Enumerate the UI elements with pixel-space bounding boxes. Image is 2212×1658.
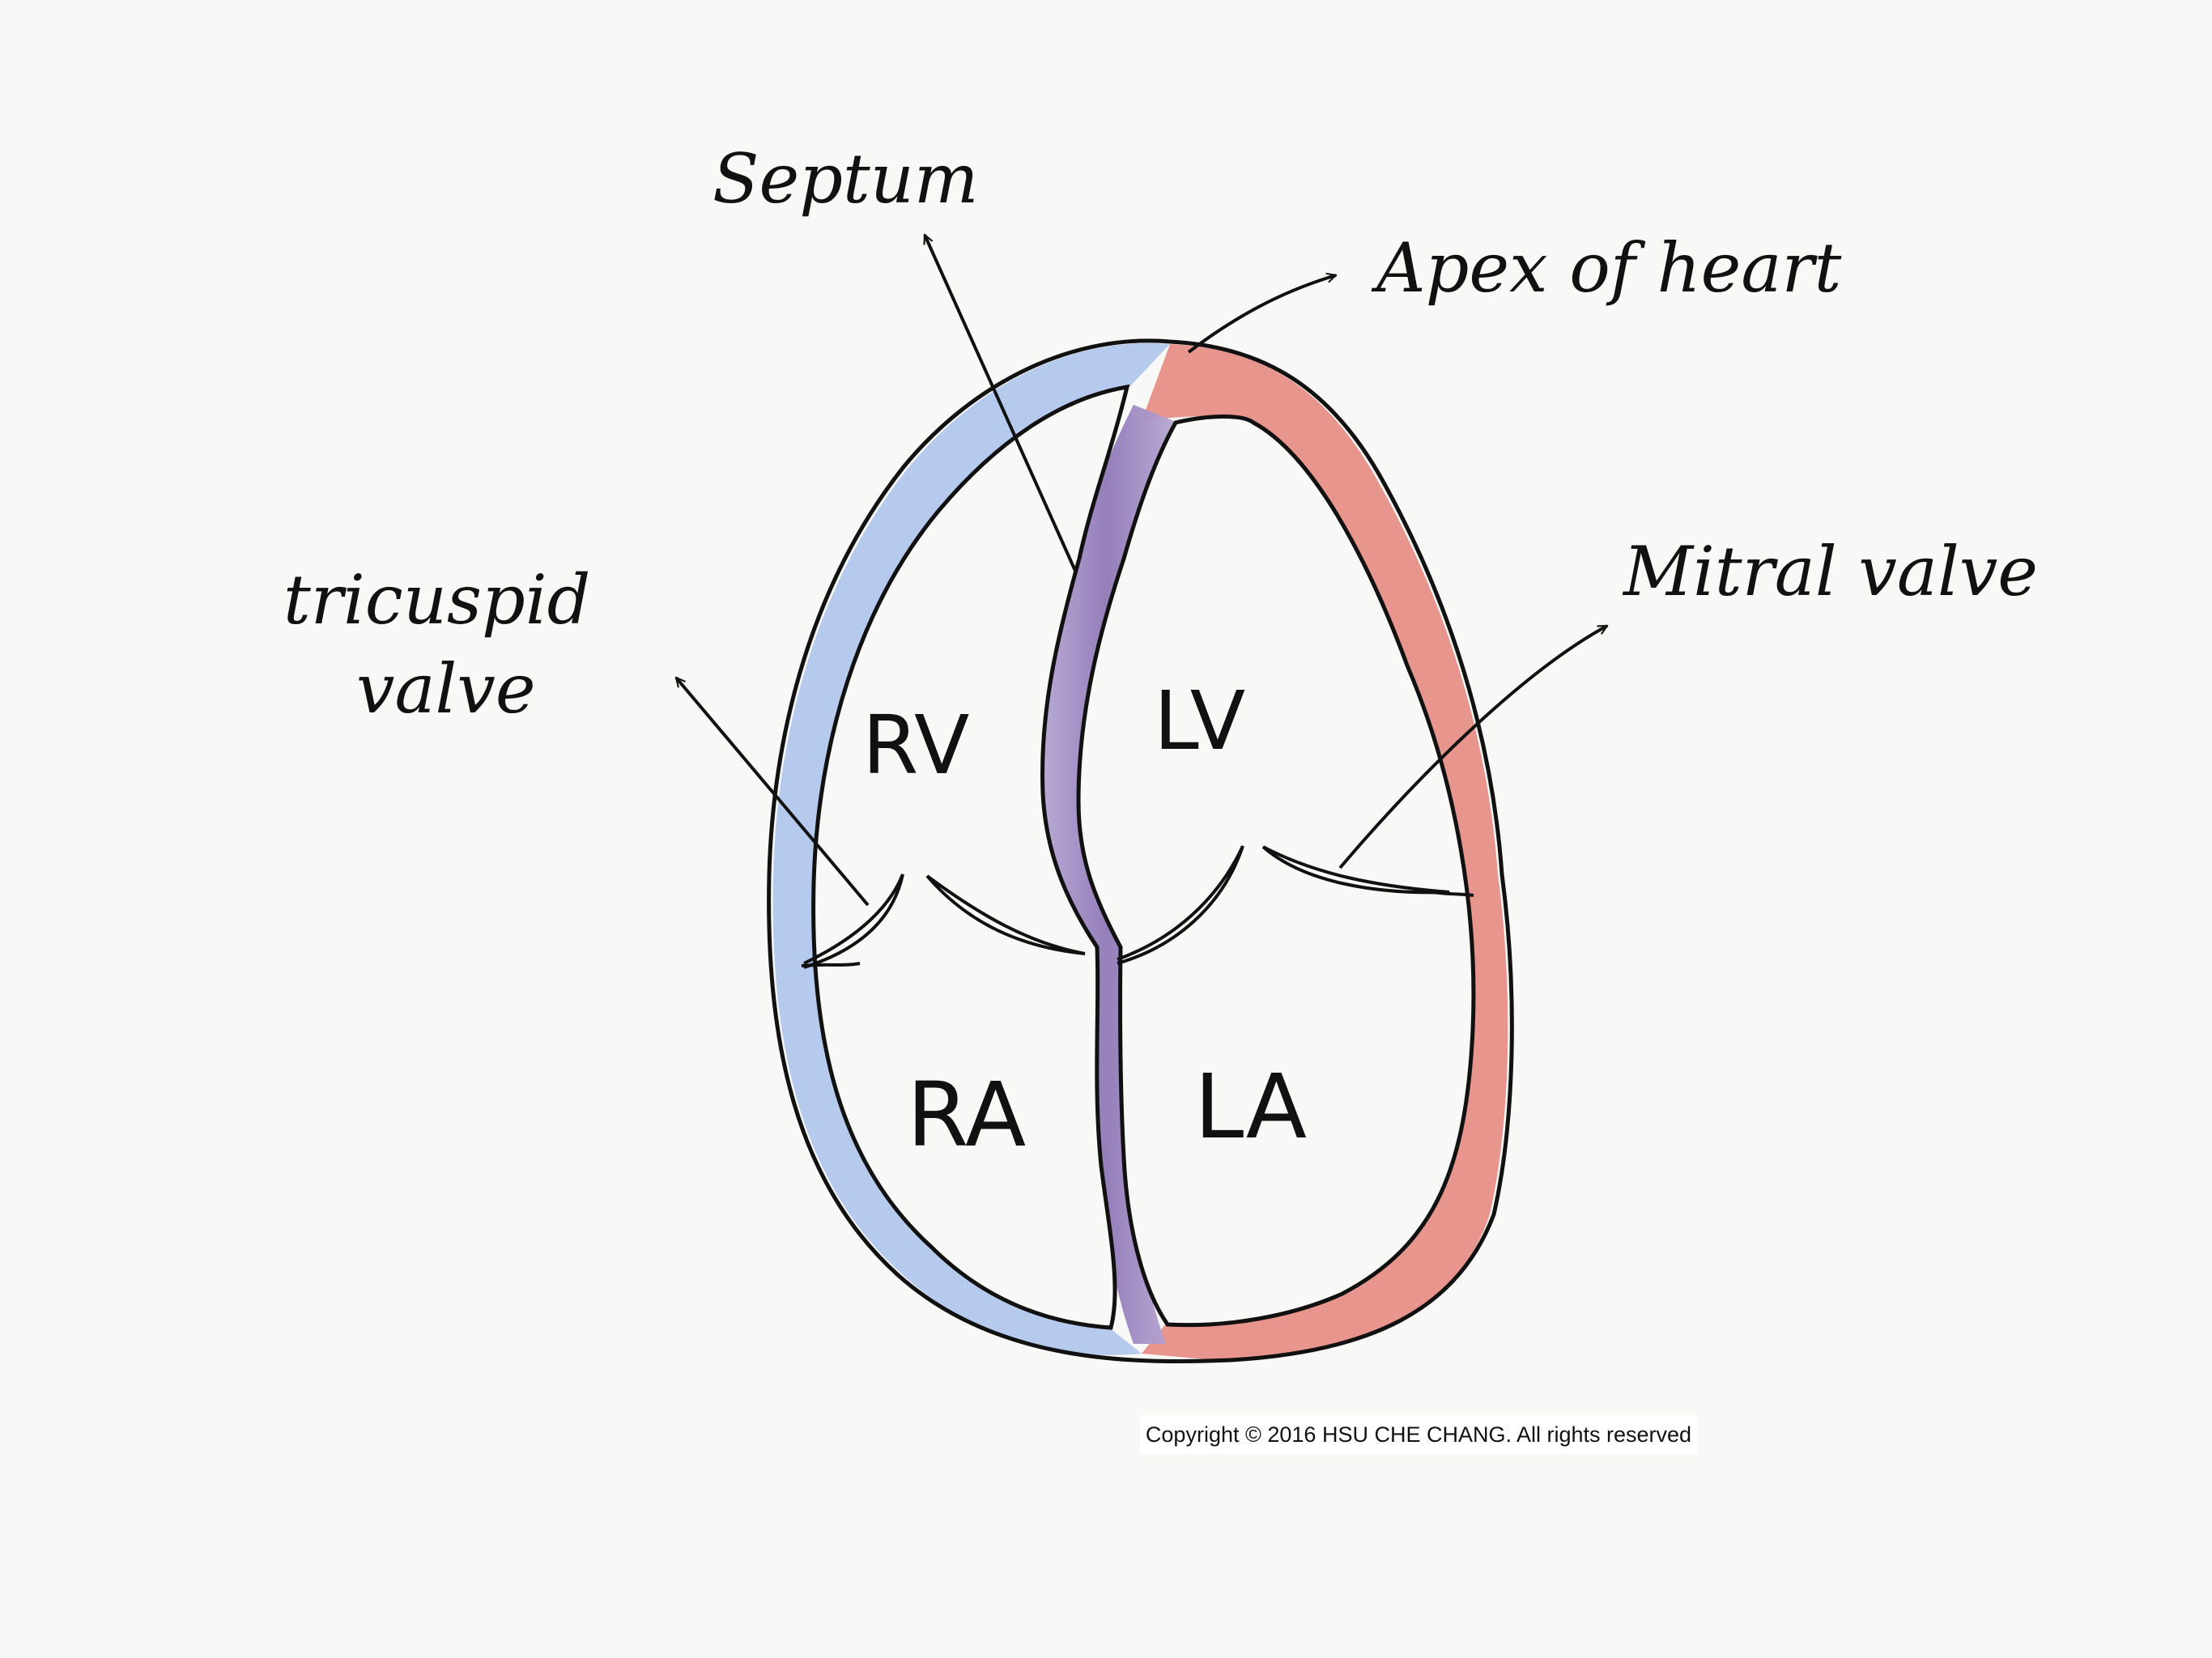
- tricuspid-leaflet-septal: [925, 874, 1086, 955]
- left-heart-wall: [1142, 344, 1508, 1360]
- septum-arrow: [923, 235, 1077, 572]
- outer-contour: [767, 338, 1514, 1364]
- ra-label: RA: [907, 1063, 1026, 1167]
- tricuspid-label-line2: valve: [356, 649, 536, 729]
- apex-label: Apex of heart: [1371, 228, 1842, 308]
- right-heart-wall: [772, 342, 1170, 1355]
- la-label: LA: [1194, 1055, 1307, 1158]
- tricuspid-label-line1: tricuspid: [283, 560, 590, 640]
- mitral-label: Mitral valve: [1622, 532, 2038, 611]
- mitral-leaflet-septal: [1117, 845, 1244, 965]
- copyright-notice: Copyright © 2016 HSU CHE CHANG. All righ…: [1140, 1415, 1697, 1454]
- apex-arrow: [1187, 275, 1336, 354]
- mitral-arrow: [1338, 624, 1607, 869]
- septum-label: Septum: [713, 139, 979, 219]
- septum-wall: [1040, 405, 1174, 1344]
- mitral-leaflet-lateral: [1261, 845, 1450, 895]
- tricuspid-arrow: [674, 678, 870, 907]
- tricuspid-leaflet-lateral: [803, 874, 904, 969]
- right-chambers-contour: [811, 384, 1130, 1330]
- lv-label: LV: [1154, 674, 1245, 768]
- rv-label: RV: [862, 698, 969, 793]
- left-chambers-contour: [1076, 414, 1476, 1328]
